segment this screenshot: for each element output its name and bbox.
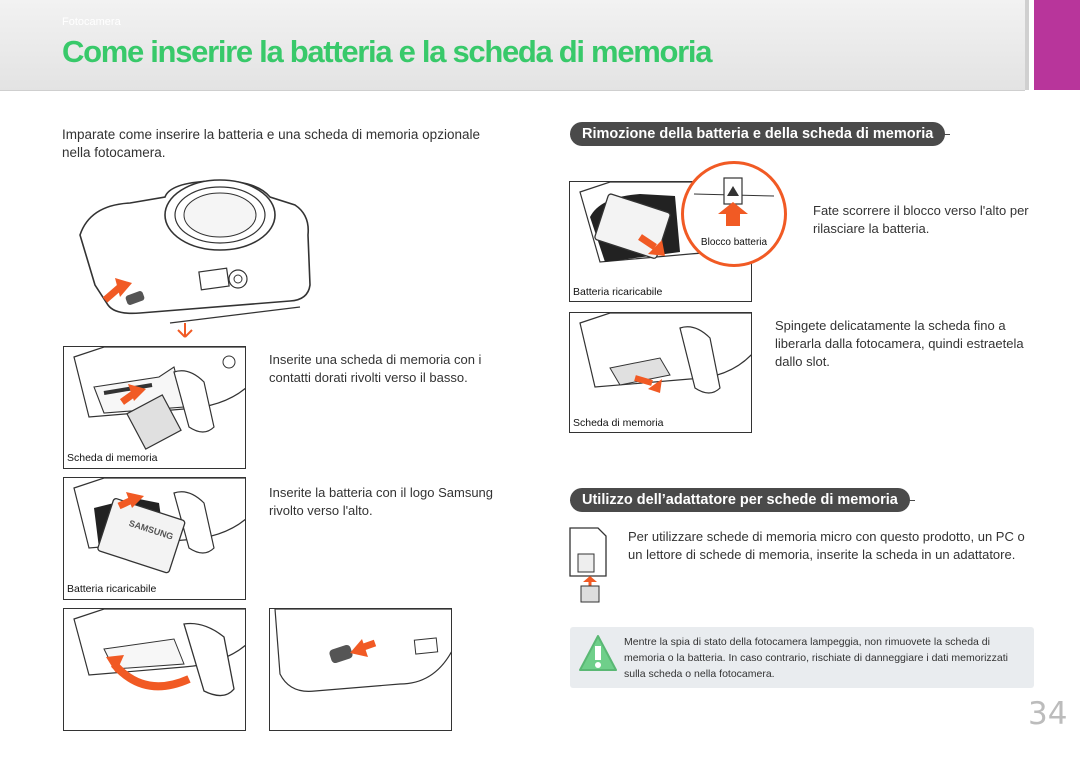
lock-cover-illustration [269, 608, 452, 731]
close-cover-illustration [63, 608, 246, 731]
step-text-battery-insert: Inserite la batteria con il logo Samsung… [269, 485, 494, 518]
battery-lock-callout: Blocco batteria [681, 161, 787, 267]
caption-card-1: Scheda di memoria [67, 452, 158, 464]
header-band [0, 0, 1025, 91]
adapter-heading: Utilizzo dell’adattatore per schede di m… [570, 488, 910, 512]
removal-heading: Rimozione della batteria e della scheda … [570, 122, 946, 146]
card-insert-illustration: Scheda di memoria [63, 346, 246, 469]
adapter-text: Per utilizzare schede di memoria micro c… [628, 529, 1025, 562]
page-number: 34 [1028, 696, 1068, 732]
sd-adapter-icon [569, 527, 607, 603]
camera-bottom-illustration [79, 179, 311, 338]
battery-insert-illustration: SAMSUNG Batteria ricaricabile [63, 477, 246, 600]
chapter-tab [1034, 0, 1080, 90]
card-remove-illustration: Scheda di memoria [569, 312, 752, 433]
header-edge [1025, 0, 1029, 90]
callout-label: Blocco batteria [700, 237, 768, 248]
caption-battery-2: Batteria ricaricabile [573, 286, 663, 298]
step-text-card-insert: Inserite una scheda di memoria con i con… [269, 352, 482, 385]
step-text-battery-remove: Fate scorrere il blocco verso l'alto per… [813, 203, 1029, 236]
caption-card-2: Scheda di memoria [573, 417, 664, 429]
warning-box: Mentre la spia di stato della fotocamera… [570, 627, 1034, 688]
section-label: Fotocamera [62, 16, 121, 28]
step-text-card-remove: Spingete delicatamente la scheda fino a … [775, 318, 1024, 369]
intro-text: Imparate come inserire la batteria e una… [62, 127, 480, 160]
page-title: Come inserire la batteria e la scheda di… [62, 34, 712, 69]
warning-text: Mentre la spia di stato della fotocamera… [624, 636, 1009, 680]
warning-icon [579, 635, 617, 671]
caption-battery-1: Batteria ricaricabile [67, 583, 157, 595]
